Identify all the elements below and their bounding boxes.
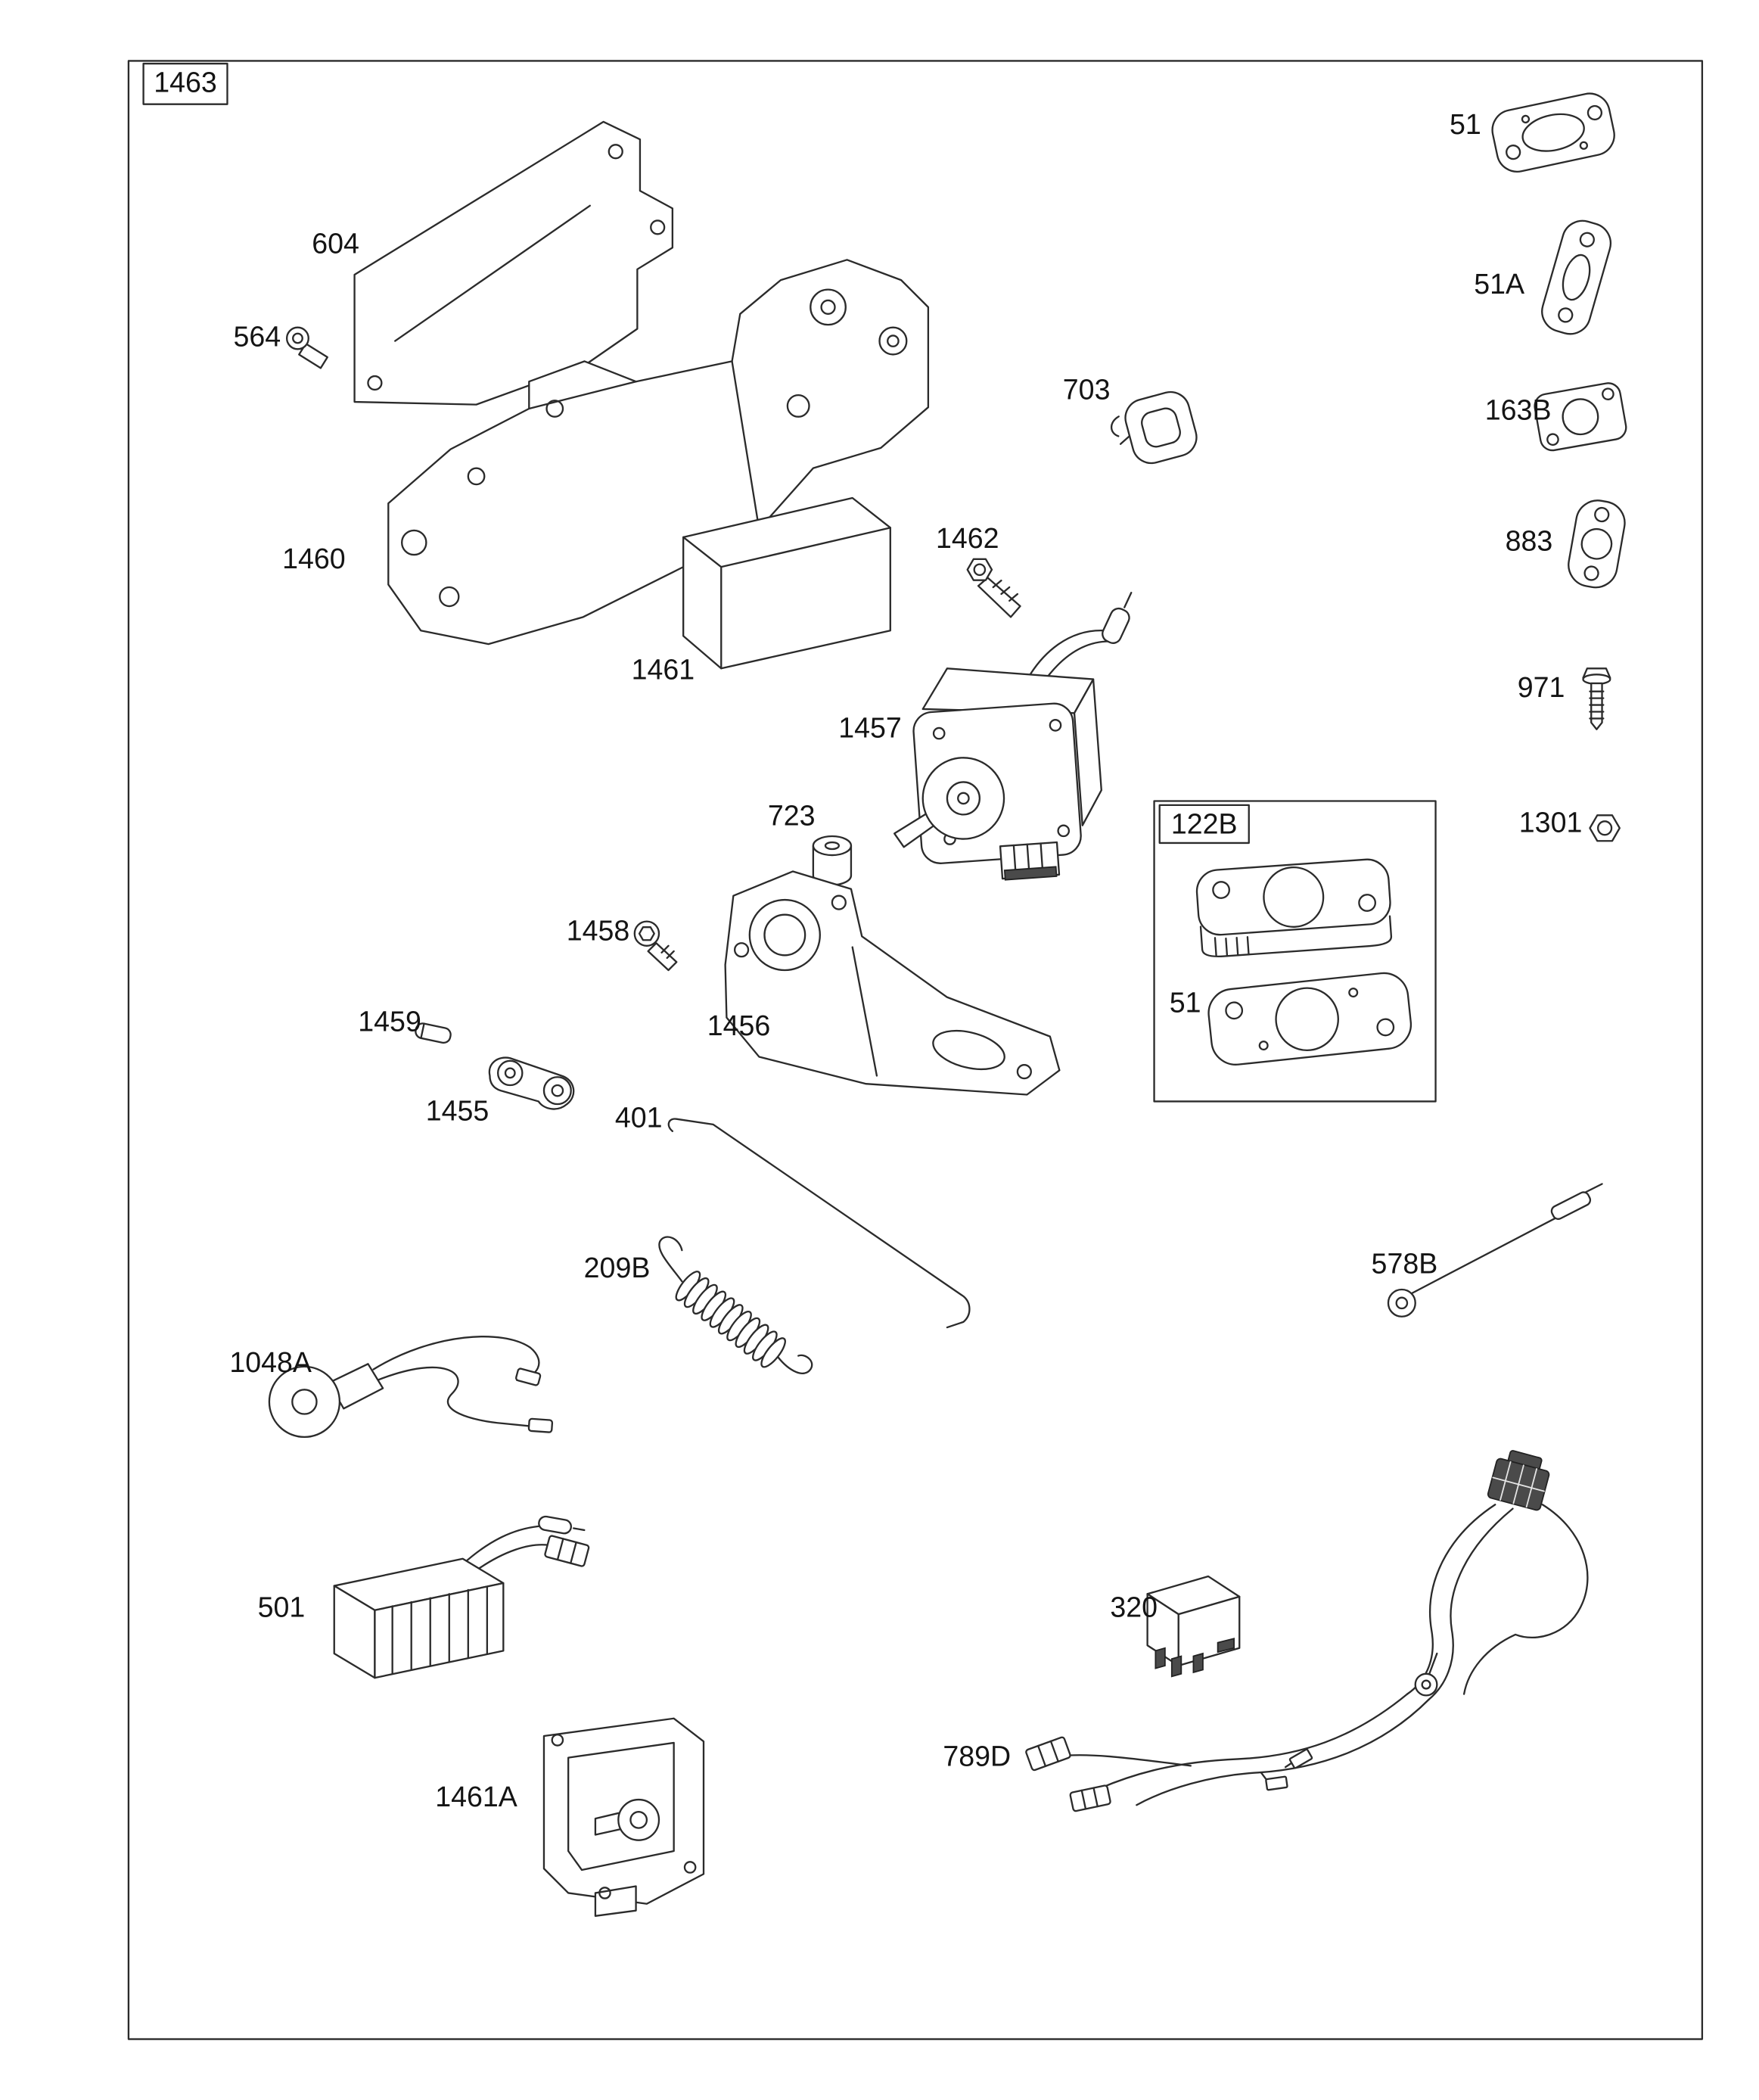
part-1462-drawing	[966, 558, 1021, 618]
part-1461-drawing	[682, 496, 891, 670]
part-51-top-drawing	[1491, 92, 1615, 173]
part-789D-drawing	[1025, 1450, 1589, 1812]
part-209B-drawing	[658, 1236, 813, 1374]
part-label-971: 971	[1518, 671, 1565, 703]
diagram-border	[127, 60, 1704, 2040]
part-label-51A: 51A	[1474, 268, 1524, 300]
part-label-209B: 209B	[584, 1252, 651, 1283]
part-883-drawing	[1568, 499, 1626, 589]
part-label-1461A: 1461A	[435, 1781, 517, 1812]
part-label-1456: 1456	[707, 1010, 771, 1041]
part-1455-drawing	[488, 1056, 575, 1110]
part-1461A-drawing	[542, 1717, 705, 1917]
part-163B-drawing	[1534, 382, 1627, 452]
part-label-578B: 578B	[1372, 1248, 1438, 1280]
part-971-drawing	[1582, 667, 1611, 730]
part-1457-drawing	[893, 592, 1133, 881]
part-1301-drawing	[1589, 814, 1621, 842]
part-label-1048A: 1048A	[229, 1346, 312, 1378]
part-1460-drawing	[387, 259, 930, 646]
part-1048A-drawing	[268, 1336, 554, 1439]
part-label-501: 501	[258, 1591, 306, 1623]
part-label-1460: 1460	[282, 543, 346, 574]
part-1458-drawing	[633, 920, 678, 972]
part-label-1301: 1301	[1519, 807, 1583, 838]
part-401-drawing	[667, 1118, 971, 1329]
part-578B-drawing	[1387, 1183, 1603, 1318]
part-1456-drawing	[724, 870, 1061, 1096]
part-723-drawing	[812, 835, 853, 886]
part-501-drawing	[333, 1515, 590, 1679]
part-label-51-inset: 51	[1170, 986, 1201, 1018]
part-51A-drawing	[1541, 219, 1612, 335]
part-label-1462: 1462	[936, 522, 999, 554]
figure-label-box: 1463	[142, 62, 228, 105]
part-label-51-top: 51	[1450, 108, 1481, 140]
part-label-883: 883	[1506, 525, 1553, 557]
part-label-401: 401	[615, 1101, 663, 1133]
part-label-703: 703	[1063, 373, 1111, 405]
part-label-1455: 1455	[426, 1094, 489, 1126]
part-label-1458: 1458	[567, 915, 630, 947]
inset-label-box	[1158, 804, 1250, 845]
part-label-564: 564	[233, 321, 281, 353]
part-label-789D: 789D	[943, 1740, 1011, 1772]
part-1459-drawing	[415, 1022, 452, 1044]
figure-label: 1463	[154, 67, 217, 98]
part-label-163B: 163B	[1485, 394, 1552, 425]
part-label-320: 320	[1110, 1591, 1158, 1623]
part-51-inset-drawing	[1207, 972, 1412, 1066]
part-320-drawing	[1146, 1575, 1241, 1678]
inset-label: 122B	[1171, 807, 1238, 839]
part-label-723: 723	[768, 800, 816, 832]
part-label-1459: 1459	[358, 1005, 421, 1037]
inset-122B: 122B	[1153, 800, 1437, 1103]
part-label-604: 604	[312, 227, 359, 259]
part-703-drawing	[1110, 390, 1198, 465]
part-604-drawing	[353, 120, 674, 406]
part-label-1461: 1461	[632, 654, 695, 686]
part-564-drawing	[285, 326, 328, 369]
part-122B-spacer-drawing	[1195, 858, 1393, 957]
part-label-1457: 1457	[838, 711, 902, 743]
